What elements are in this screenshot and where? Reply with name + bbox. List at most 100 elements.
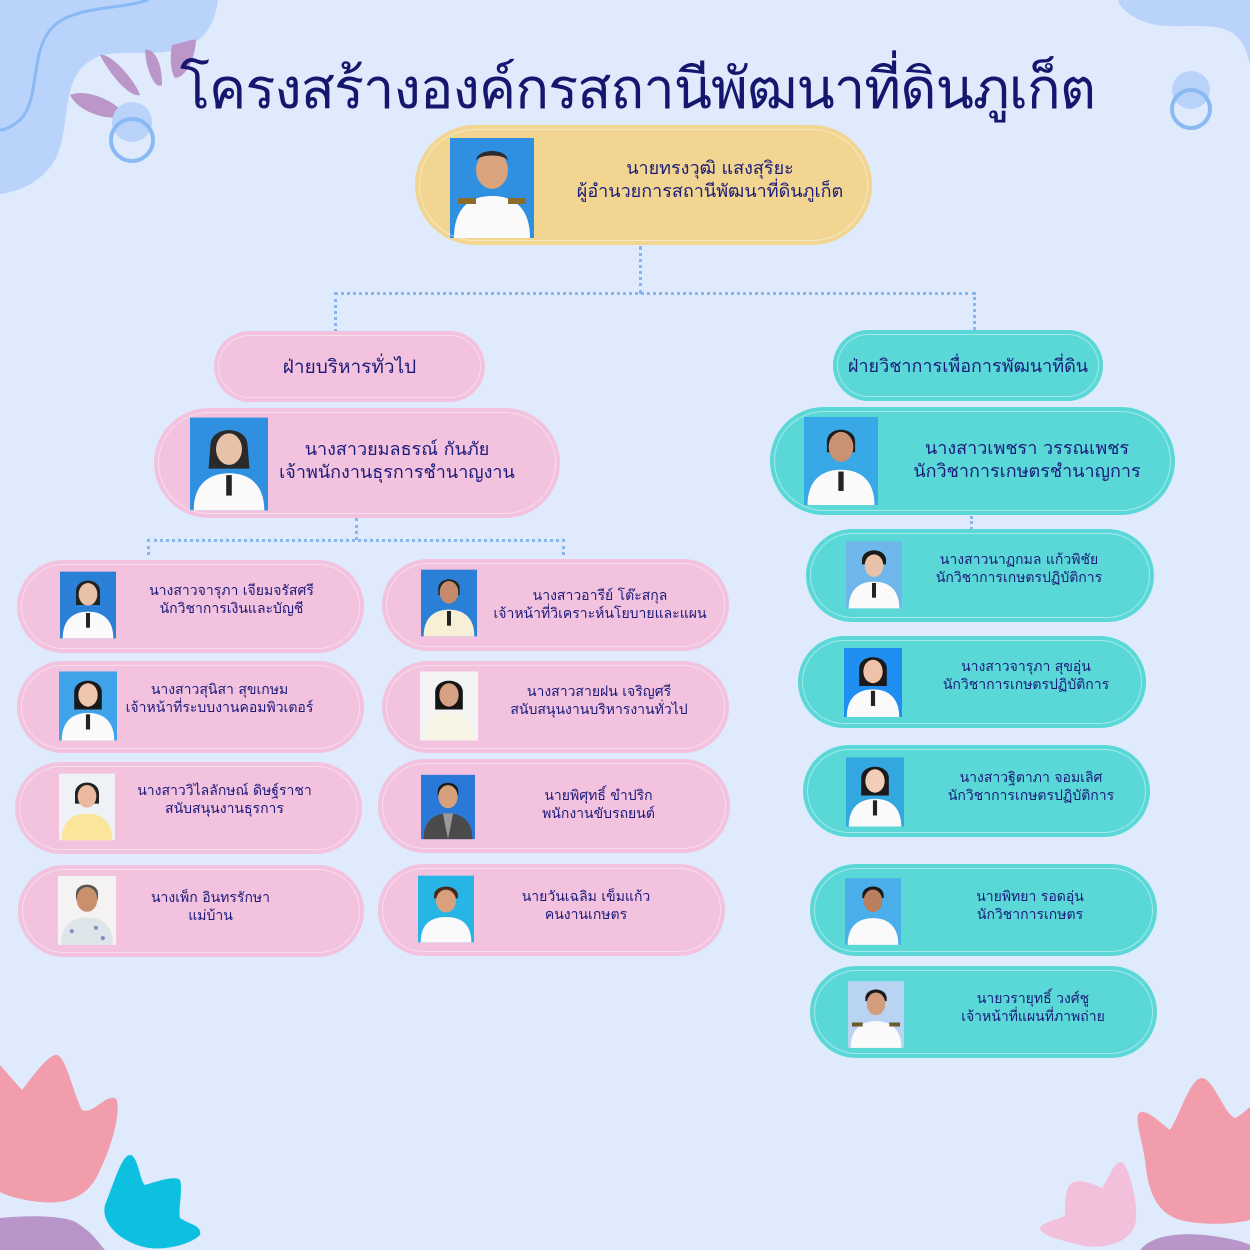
person-photo-icon xyxy=(846,757,904,827)
director-photo xyxy=(450,138,534,238)
staff-text: นายวรายุทธิ์ วงศ์ชู เจ้าหน้าที่แผนที่ภาพ… xyxy=(938,990,1128,1026)
person-photo-icon xyxy=(58,875,116,946)
person-photo-icon xyxy=(848,981,904,1048)
staff-text: นางสาวสายฝน เจริญศรี สนับสนุนงานบริหารงา… xyxy=(494,683,704,719)
dept-technical-label: ฝ่ายวิชาการเพื่อการพัฒนาที่ดิน xyxy=(847,356,1089,377)
staff-card[interactable]: นางสาวจารุภา เจียมจรัสศรี นักวิชาการเงิน… xyxy=(17,560,364,653)
director-position: ผู้อำนวยการสถานีพัฒนาที่ดินภูเก็ต xyxy=(576,181,844,203)
staff-position: คนงานเกษตร xyxy=(544,907,628,924)
staff-text: นางสาวจารุภา เจียมจรัสศรี นักวิชาการเงิน… xyxy=(129,582,334,618)
staff-card[interactable]: นายพิศุทธิ์ ขำปริก พนักงานขับรถยนต์ xyxy=(378,759,730,853)
director-card[interactable]: นายทรงวุฒิ แสงสุริยะ ผู้อำนวยการสถานีพัฒ… xyxy=(415,125,872,245)
staff-card[interactable]: นางสาววิไลลักษณ์ ดิษฐ์ราชา สนับสนุนงานธุ… xyxy=(15,762,362,854)
staff-card[interactable]: นายวรายุทธิ์ วงศ์ชู เจ้าหน้าที่แผนที่ภาพ… xyxy=(810,966,1157,1058)
technical-head-text: นางสาวเพชรา วรรณเพชร นักวิชาการเกษตรชำนา… xyxy=(900,437,1154,484)
staff-name: นางสาวจารุภา สุขอุ่น xyxy=(961,659,1091,675)
staff-name: นางสาวอารีย์ โต๊ะสกุล xyxy=(532,588,668,604)
staff-position: เจ้าหน้าที่วิเคราะห์นโยบายและแผน xyxy=(493,606,707,623)
dept-admin-label: ฝ่ายบริหารทั่วไป xyxy=(282,355,417,378)
admin-head-position: เจ้าพนักงานธุรการชำนาญงาน xyxy=(279,462,515,484)
connector-director-down xyxy=(639,246,642,294)
staff-card[interactable]: นายวันเฉลิม เข็มแก้ว คนงานเกษตร xyxy=(378,864,725,956)
staff-card[interactable]: นางสาวสุนิสา สุขเกษม เจ้าหน้าที่ระบบงานค… xyxy=(17,661,364,753)
staff-photo xyxy=(59,670,117,742)
staff-position: สนับสนุนงานบริหารงานทั่วไป xyxy=(510,702,688,719)
person-photo-icon xyxy=(59,671,117,741)
bottom-left-decoration xyxy=(0,1054,201,1250)
staff-photo xyxy=(846,539,902,611)
director-text: นายทรงวุฒิ แสงสุริยะ ผู้อำนวยการสถานีพัฒ… xyxy=(555,157,865,204)
staff-name: นายพิทยา รอดอุ่น xyxy=(976,889,1084,905)
staff-photo xyxy=(844,645,902,720)
staff-text: นายพิศุทธิ์ ขำปริก พนักงานขับรถยนต์ xyxy=(506,787,691,823)
person-photo-icon xyxy=(845,878,901,945)
staff-name: นายพิศุทธิ์ ขำปริก xyxy=(544,788,653,804)
technical-head-card[interactable]: นางสาวเพชรา วรรณเพชร นักวิชาการเกษตรชำนา… xyxy=(770,407,1175,515)
staff-position: นักวิชาการเงินและบัญชี xyxy=(159,601,304,618)
connector-admin-drop xyxy=(334,292,337,332)
staff-name: นางสาวฐิตาภา จอมเลิศ xyxy=(959,770,1103,786)
staff-position: แม่บ้าน xyxy=(188,908,233,925)
staff-photo xyxy=(418,873,474,945)
staff-position: นักวิชาการเกษตรปฏิบัติการ xyxy=(935,570,1103,587)
staff-text: นางสาวฐิตาภา จอมเลิศ นักวิชาการเกษตรปฏิบ… xyxy=(931,769,1131,805)
admin-head-name: นางสาวยมลธรณ์ กันภัย xyxy=(304,439,490,460)
staff-position: สนับสนุนงานธุรการ xyxy=(165,801,284,818)
person-photo-icon xyxy=(420,671,478,741)
technical-head-photo xyxy=(804,416,878,506)
staff-photo xyxy=(845,876,901,947)
connector-admin-staff-left xyxy=(147,539,150,555)
connector-admin-staff-horizontal xyxy=(147,539,565,542)
staff-text: นางสาววิไลลักษณ์ ดิษฐ์ราชา สนับสนุนงานธุ… xyxy=(127,782,322,818)
person-photo-icon xyxy=(418,875,474,943)
staff-position: พนักงานขับรถยนต์ xyxy=(542,806,655,823)
staff-position: เจ้าหน้าที่ระบบงานคอมพิวเตอร์ xyxy=(125,700,314,717)
person-photo-icon xyxy=(804,416,878,506)
connector-tech-drop xyxy=(973,292,976,330)
director-name: นายทรงวุฒิ แสงสุริยะ xyxy=(626,158,794,179)
staff-card[interactable]: นางเพ็ก อินทรรักษา แม่บ้าน xyxy=(18,865,364,957)
staff-text: นายวันเฉลิม เข็มแก้ว คนงานเกษตร xyxy=(496,888,676,924)
staff-text: นางสาวอารีย์ โต๊ะสกุล เจ้าหน้าที่วิเคราะ… xyxy=(490,587,710,623)
staff-name: นางสาวนาฏกมล แก้วพิชัย xyxy=(939,552,1099,568)
person-photo-icon xyxy=(190,417,268,511)
staff-name: นายวันเฉลิม เข็มแก้ว xyxy=(521,889,651,905)
staff-card[interactable]: นางสาวสายฝน เจริญศรี สนับสนุนงานบริหารงา… xyxy=(382,661,729,753)
admin-head-text: นางสาวยมลธรณ์ กันภัย เจ้าพนักงานธุรการชำ… xyxy=(272,438,522,485)
person-photo-icon xyxy=(421,774,475,840)
staff-card[interactable]: นางสาวนาฏกมล แก้วพิชัย นักวิชาการเกษตรปฏ… xyxy=(806,529,1154,622)
staff-text: นางสาวนาฏกมล แก้วพิชัย นักวิชาการเกษตรปฏ… xyxy=(924,551,1114,587)
admin-head-photo xyxy=(190,417,268,511)
staff-photo xyxy=(59,771,115,843)
staff-text: นางเพ็ก อินทรรักษา แม่บ้าน xyxy=(118,889,303,925)
staff-name: นางสาววิไลลักษณ์ ดิษฐ์ราชา xyxy=(137,783,312,799)
person-photo-icon xyxy=(59,773,115,841)
staff-card[interactable]: นางสาวอารีย์ โต๊ะสกุล เจ้าหน้าที่วิเคราะ… xyxy=(382,559,729,651)
person-photo-icon xyxy=(421,569,477,637)
staff-photo xyxy=(848,979,904,1050)
person-photo-icon xyxy=(60,571,116,639)
admin-head-card[interactable]: นางสาวยมลธรณ์ กันภัย เจ้าพนักงานธุรการชำ… xyxy=(154,408,560,518)
staff-text: นายพิทยา รอดอุ่น นักวิชาการเกษตร xyxy=(940,888,1120,924)
staff-position: นักวิชาการเกษตรปฏิบัติการ xyxy=(942,677,1110,694)
staff-photo xyxy=(60,568,116,642)
bottom-right-decoration xyxy=(1040,1078,1250,1250)
dept-technical-header[interactable]: ฝ่ายวิชาการเพื่อการพัฒนาที่ดิน xyxy=(833,330,1103,401)
connector-admin-head-down xyxy=(355,518,358,540)
connector-tech-head-down xyxy=(970,516,973,530)
staff-name: นางเพ็ก อินทรรักษา xyxy=(150,890,271,906)
staff-name: นางสาวสายฝน เจริญศรี xyxy=(526,684,672,700)
staff-photo xyxy=(421,567,477,639)
staff-photo xyxy=(846,753,904,831)
staff-photo xyxy=(420,670,478,742)
staff-photo xyxy=(58,874,116,947)
technical-head-position: นักวิชาการเกษตรชำนาญการ xyxy=(913,461,1141,483)
staff-name: นายวรายุทธิ์ วงศ์ชู xyxy=(976,991,1090,1007)
staff-card[interactable]: นายพิทยา รอดอุ่น นักวิชาการเกษตร xyxy=(810,864,1157,956)
connector-top-horizontal xyxy=(334,292,976,295)
staff-card[interactable]: นางสาวจารุภา สุขอุ่น นักวิชาการเกษตรปฏิบ… xyxy=(798,636,1146,728)
person-photo-icon xyxy=(450,138,534,238)
staff-card[interactable]: นางสาวฐิตาภา จอมเลิศ นักวิชาการเกษตรปฏิบ… xyxy=(803,745,1150,837)
technical-head-name: นางสาวเพชรา วรรณเพชร xyxy=(924,438,1130,459)
dept-admin-header[interactable]: ฝ่ายบริหารทั่วไป xyxy=(214,331,485,402)
